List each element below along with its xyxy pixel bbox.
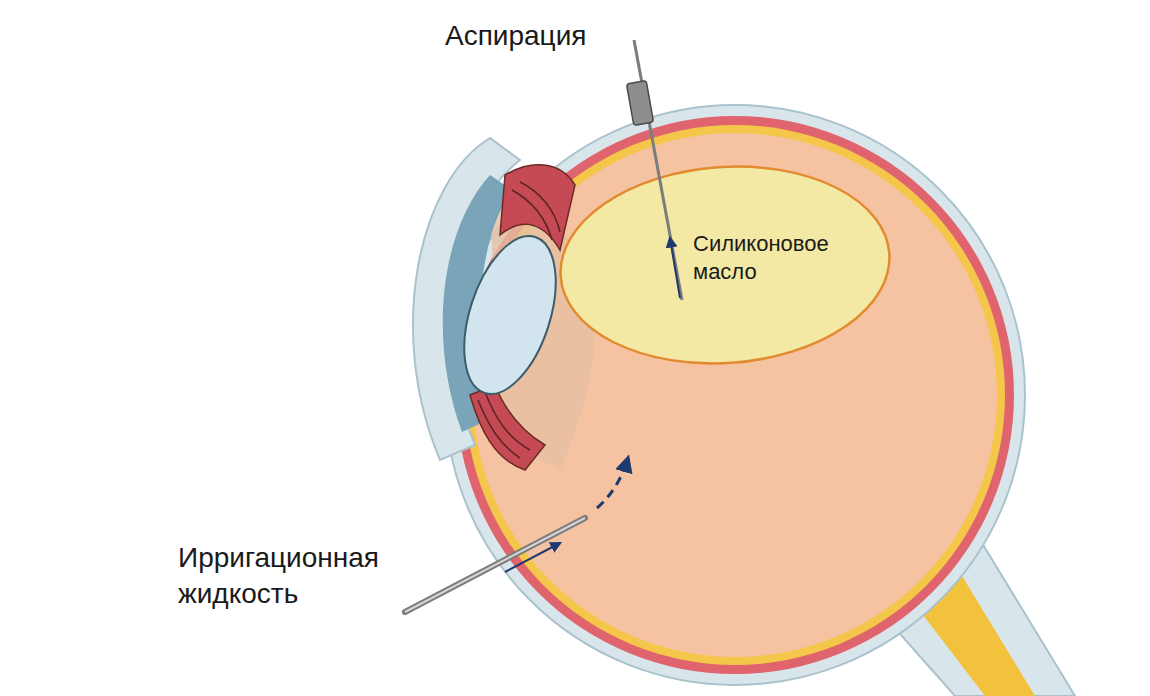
optic-nerve-core [900, 548, 1035, 696]
aspiration-needle [634, 40, 682, 300]
cornea [413, 138, 520, 460]
choroid [456, 116, 1014, 674]
flow-arrow [670, 238, 680, 298]
sclera [445, 105, 1025, 685]
oil-bubble-outline [554, 156, 896, 374]
oil-bubble: Силиконовое масло [565, 167, 885, 363]
optic-nerve [870, 515, 1075, 696]
ciliary-body [500, 165, 575, 250]
retina [465, 125, 1005, 665]
flow-arrow [505, 543, 560, 572]
needle-hub [627, 81, 654, 126]
node-text: Силиконовое масло [693, 230, 865, 285]
vitreous-cavity [473, 133, 997, 657]
part-label: Аспирация [445, 18, 645, 54]
irrigation-cannula-highlight [405, 518, 585, 612]
lens [447, 225, 574, 406]
part-label: Ирригационная жидкость [178, 540, 428, 613]
zonule-fibres [478, 182, 560, 458]
ciliary-body [470, 385, 545, 470]
anterior-chamber [443, 175, 512, 432]
irrigation-cannula [405, 518, 585, 612]
flow-arrow [597, 458, 628, 508]
